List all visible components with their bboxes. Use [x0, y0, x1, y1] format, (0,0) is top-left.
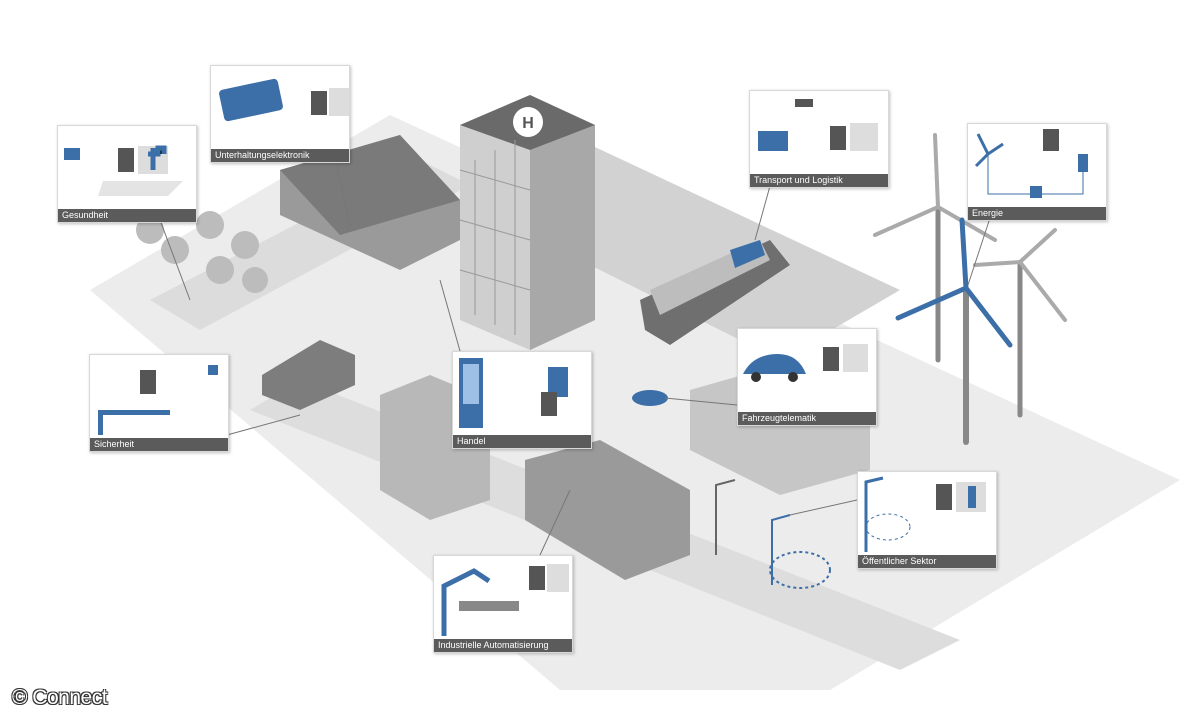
panel-label: Fahrzeugtelematik — [738, 412, 876, 425]
panel-label: Öffentlicher Sektor — [858, 555, 996, 568]
panel-label: Transport und Logistik — [750, 174, 888, 187]
panel-oeffentlicher-sektor: Öffentlicher Sektor — [857, 471, 997, 569]
panel-label: Gesundheit — [58, 209, 196, 222]
panel-fahrzeugtelematik: Fahrzeugtelematik — [737, 328, 877, 426]
panel-label: Sicherheit — [90, 438, 228, 451]
street-lamps — [715, 479, 831, 589]
panel-label: Handel — [453, 435, 591, 448]
copyright-watermark: © Connect — [12, 686, 108, 709]
panel-handel: Handel — [452, 351, 592, 449]
building-factory — [525, 440, 690, 580]
panel-unterhaltungselektronik: Unterhaltungselektronik — [210, 65, 350, 163]
panel-industrielle-automatisierung: Industrielle Automatisierung — [433, 555, 573, 653]
car — [632, 390, 668, 406]
panel-energie: Energie — [967, 123, 1107, 221]
helipad — [513, 107, 543, 137]
panel-gesundheit: Gesundheit — [57, 125, 197, 223]
panel-transport-logistik: Transport und Logistik — [749, 90, 889, 188]
panel-label: Unterhaltungselektronik — [211, 149, 349, 162]
panel-label: Energie — [968, 207, 1106, 220]
callout-lines — [159, 157, 991, 556]
panel-label: Industrielle Automatisierung — [434, 639, 572, 652]
building-sicherheit — [262, 340, 355, 410]
helipad-letter: H — [522, 115, 534, 132]
trees — [136, 211, 268, 293]
panel-sicherheit: Sicherheit — [89, 354, 229, 452]
wind-turbines — [873, 133, 1067, 445]
